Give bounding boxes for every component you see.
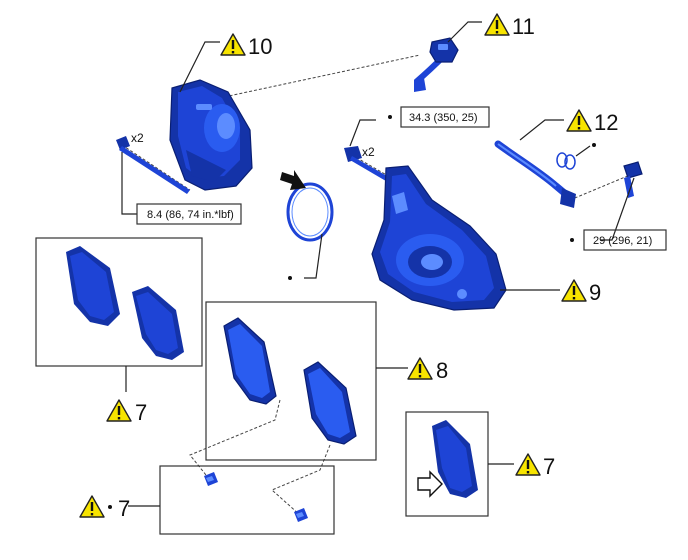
- anti-squeal-shim-part: [432, 420, 478, 498]
- o-ring-part: [286, 182, 334, 242]
- caliper-bolt-torque-box: [400, 106, 490, 128]
- actuator-bolt-torque-box: [136, 203, 242, 225]
- callout-number-7-bottom: 7: [118, 496, 130, 521]
- actuator-bolt-quantity: x2: [131, 131, 144, 145]
- union-bolt-torque-box: [583, 229, 667, 251]
- assembly-dashed-lines: [121, 54, 631, 516]
- gasket-rings-part: [556, 152, 576, 170]
- parts-group-box-left: [35, 237, 203, 367]
- actuator-bolt-torque: 8.4 (86, 74 in.*lbf): [147, 209, 234, 221]
- callout-number-12: 12: [594, 110, 618, 135]
- anti-squeal-shim-part: [66, 246, 120, 326]
- wear-indicator-part: [204, 472, 218, 486]
- callout-number-8: 8: [436, 358, 448, 383]
- caliper-bolt-torque: 34.3 (350, 25): [409, 112, 478, 124]
- parts-group-box-pads: [205, 301, 377, 461]
- union-bolt-torque: 29 (296, 21): [593, 235, 652, 247]
- callout-number-7-right: 7: [543, 454, 555, 479]
- callout-9: 9: [500, 279, 601, 305]
- callout-7-right: 7: [515, 453, 555, 479]
- parking-brake-actuator-part: [169, 79, 253, 191]
- wire-harness-connector-part: [414, 37, 459, 92]
- brake-pad-part: [223, 317, 277, 405]
- bullet-dot-icon: [592, 143, 596, 147]
- callout-10: 10: [179, 33, 272, 93]
- bullet-dot-icon: [288, 276, 292, 280]
- caliper-bolt-quantity: x2: [362, 145, 375, 159]
- callout-8: 8: [407, 357, 448, 383]
- caliper-mounting-bolt-part: [344, 146, 394, 184]
- callout-number-7-left: 7: [135, 400, 147, 425]
- callout-7-bottom: 7: [79, 495, 130, 521]
- parts-group-box-wear-indicators: [159, 465, 335, 535]
- callout-7-left: 7: [106, 399, 147, 425]
- callout-number-9: 9: [589, 280, 601, 305]
- arrow-icon: [417, 470, 443, 498]
- brake-hose-part: [494, 140, 576, 208]
- bullet-dot-icon: [570, 238, 574, 242]
- brake-pad-part: [303, 361, 357, 445]
- brake-caliper-part: [371, 165, 507, 311]
- arrow-icon: [280, 170, 306, 190]
- callout-11: 11: [447, 13, 535, 43]
- wear-indicator-part: [294, 508, 308, 522]
- bullet-dot-icon: [388, 115, 392, 119]
- actuator-bolt-part: [116, 136, 190, 194]
- union-bolt-part: [623, 161, 643, 198]
- bullet-dot-icon: [108, 505, 112, 509]
- callout-12: 12: [519, 109, 618, 141]
- callout-number-10: 10: [248, 34, 272, 59]
- callout-number-11: 11: [512, 14, 535, 39]
- anti-squeal-shim-part: [132, 286, 184, 360]
